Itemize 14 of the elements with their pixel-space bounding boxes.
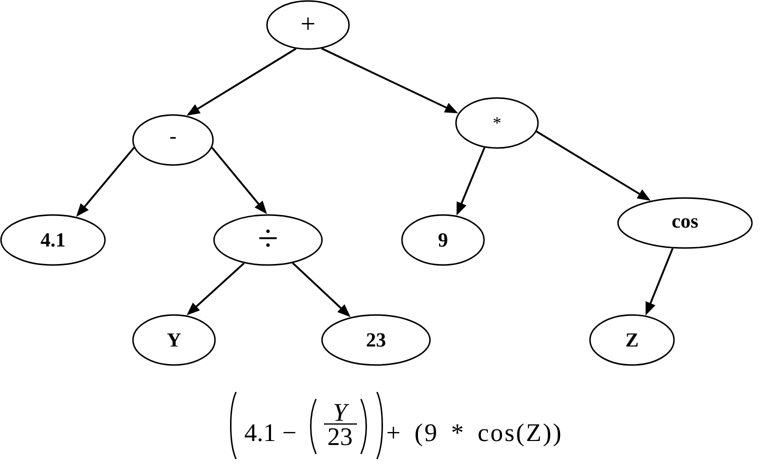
formula-text: 23 bbox=[328, 428, 352, 446]
ellipse-node: 9 bbox=[401, 214, 485, 266]
ellipse-node: ÷ bbox=[213, 214, 323, 266]
ellipse-node: Y bbox=[132, 314, 216, 366]
ellipse-node: 23 bbox=[321, 314, 431, 366]
ellipse-node: cos bbox=[617, 197, 753, 249]
ellipse-node: 4.1 bbox=[0, 214, 106, 266]
ellipse-node: Z bbox=[589, 314, 675, 366]
ellipse-node: - bbox=[132, 114, 214, 166]
formula-text: + (9 * cos(Z)) bbox=[388, 423, 560, 446]
formula-text: Y bbox=[334, 404, 350, 421]
formula-text: 4.1 − bbox=[244, 424, 296, 442]
ellipse-node: * bbox=[455, 97, 539, 149]
ellipse-node: + bbox=[266, 0, 350, 50]
